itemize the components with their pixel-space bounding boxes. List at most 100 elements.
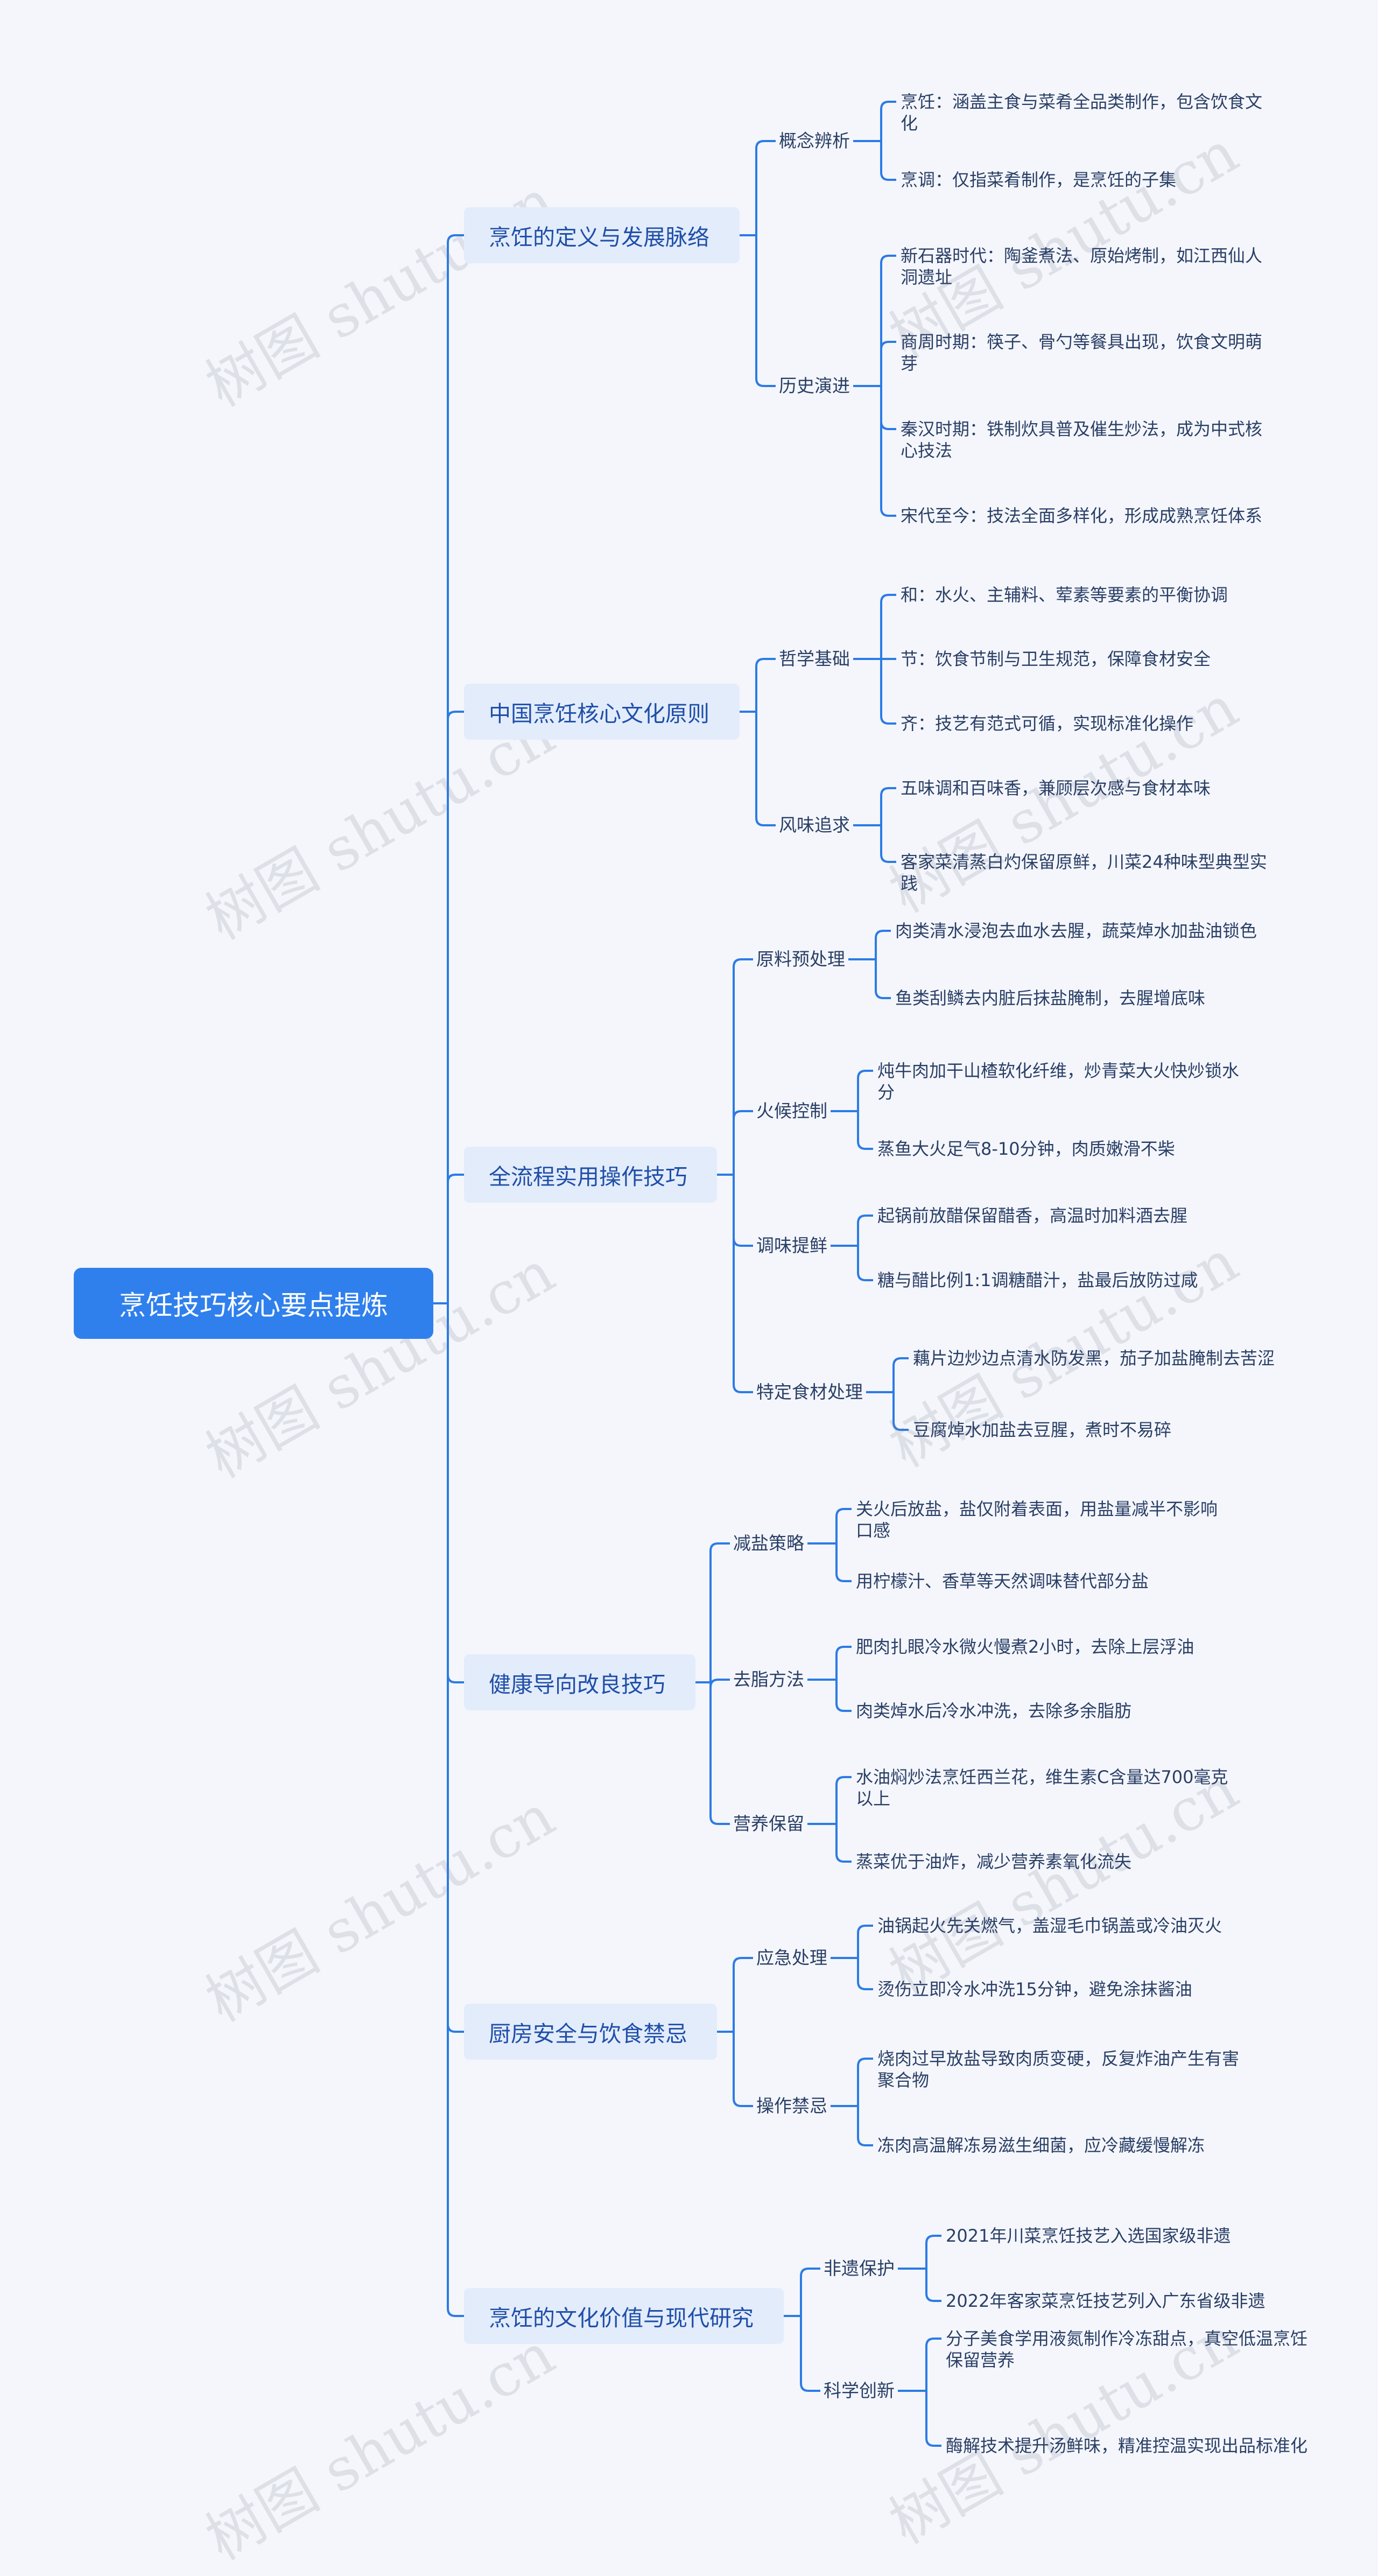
sub-node-6-2[interactable]: 科学创新: [824, 2380, 895, 2401]
sub-node-2-2[interactable]: 风味追求: [779, 815, 850, 836]
sub-6-2-link-branch-0: [925, 2338, 941, 2347]
sub-2-1-link-branch-2: [880, 715, 896, 725]
branch-5-link-branch-1: [733, 2098, 753, 2107]
sub-node-3-4[interactable]: 特定食材处理: [756, 1381, 863, 1402]
branch-node-4[interactable]: 健康导向改良技巧: [464, 1654, 695, 1710]
sub-3-1-link-branch-1: [875, 990, 891, 999]
sub-node-4-1[interactable]: 减盐策略: [733, 1533, 804, 1554]
sub-1-1-link-branch-1: [880, 172, 896, 181]
sub-2-2-link-branch-0: [880, 787, 896, 796]
leaf-node[interactable]: 烹调：仅指菜肴制作，是烹饪的子集: [901, 170, 1177, 190]
sub-node-3-1[interactable]: 原料预处理: [756, 949, 845, 970]
branch-4-link-branch-1: [709, 1679, 730, 1688]
leaf-node[interactable]: 新石器时代：陶釜煮法、原始烤制，如江西仙人洞遗址: [901, 245, 1263, 287]
sub-node-3-3[interactable]: 调味提鲜: [756, 1235, 827, 1256]
leaf-node[interactable]: 和：水火、主辅料、荤素等要素的平衡协调: [901, 585, 1228, 605]
sub-node-4-2[interactable]: 去脂方法: [733, 1669, 804, 1690]
leaf-node[interactable]: 酶解技术提升汤鲜味，精准控温实现出品标准化: [946, 2435, 1308, 2456]
branch-5-link-branch-0: [733, 1957, 753, 1966]
sub-node-1-2[interactable]: 历史演进: [779, 375, 850, 396]
sub-1-2-link-branch-1: [880, 341, 896, 350]
sub-3-3-link-branch-1: [857, 1272, 873, 1281]
sub-node-1-1[interactable]: 概念辨析: [779, 130, 850, 151]
sub-3-4-link-branch-1: [892, 1422, 909, 1431]
sub-4-3-link-branch-1: [835, 1854, 852, 1863]
sub-node-3-2[interactable]: 火候控制: [756, 1100, 827, 1121]
leaf-node[interactable]: 用柠檬汁、香草等天然调味替代部分盐: [856, 1571, 1149, 1591]
sub-4-1-link-branch-0: [835, 1508, 852, 1517]
leaf-node[interactable]: 秦汉时期：铁制炊具普及催生炒法，成为中式核心技法: [901, 419, 1263, 461]
branch-node-3[interactable]: 全流程实用操作技巧: [464, 1147, 717, 1203]
sub-node-5-2[interactable]: 操作禁忌: [756, 2095, 827, 2116]
branch-node-6[interactable]: 烹饪的文化价值与现代研究: [464, 2288, 784, 2344]
leaf-node[interactable]: 蒸鱼大火足气8-10分钟，肉质嫩滑不柴: [877, 1139, 1175, 1159]
branch-node-1[interactable]: 烹饪的定义与发展脉络: [464, 207, 740, 263]
branch-node-5[interactable]: 厨房安全与饮食禁忌: [464, 2004, 717, 2060]
sub-2-1-link-branch-0: [880, 594, 896, 603]
sub-6-1-link-branch-0: [925, 2235, 941, 2244]
leaf-node[interactable]: 肉类清水浸泡去血水去腥，蔬菜焯水加盐油锁色: [895, 921, 1257, 941]
sub-4-2-link-branch-1: [835, 1703, 852, 1712]
branch-3-link-branch-0: [733, 958, 753, 967]
sub-3-1-link-branch-0: [875, 930, 891, 939]
leaf-node[interactable]: 分子美食学用液氮制作冷冻甜点，真空低温烹饪保留营养: [946, 2328, 1308, 2370]
leaf-node[interactable]: 豆腐焯水加盐去豆腥，煮时不易碎: [913, 1420, 1172, 1440]
leaf-node[interactable]: 关火后放盐，盐仅附着表面，用盐量减半不影响口感: [856, 1499, 1218, 1541]
leaf-node[interactable]: 藕片边炒边点清水防发黑，茄子加盐腌制去苦涩: [913, 1348, 1275, 1368]
leaf-node[interactable]: 肉类焯水后冷水冲洗，去除多余脂肪: [856, 1701, 1132, 1721]
leaf-node[interactable]: 烫伤立即冷水冲洗15分钟，避免涂抹酱油: [877, 1979, 1192, 1999]
leaf-node[interactable]: 起锅前放醋保留醋香，高温时加料酒去腥: [877, 1205, 1188, 1226]
sub-1-1-link-branch-0: [880, 101, 896, 110]
leaf-node[interactable]: 2021年川菜烹饪技艺入选国家级非遗: [946, 2226, 1231, 2246]
root-link-branch-3: [447, 1674, 464, 1683]
branch-3-link-branch-2: [733, 1238, 753, 1247]
leaf-node[interactable]: 客家菜清蒸白灼保留原鲜，川菜24种味型典型实践: [901, 852, 1267, 894]
branch-node-2[interactable]: 中国烹饪核心文化原则: [464, 684, 740, 740]
sub-4-3-link-branch-0: [835, 1776, 852, 1785]
leaf-node[interactable]: 炖牛肉加干山楂软化纤维，炒青菜大火快炒锁水分: [877, 1061, 1240, 1103]
sub-5-1-link-branch-1: [857, 1981, 873, 1990]
leaf-node[interactable]: 烧肉过早放盐导致肉质变硬，反复炸油产生有害聚合物: [877, 2048, 1240, 2090]
sub-1-2-link-branch-3: [880, 508, 896, 517]
leaf-node[interactable]: 鱼类刮鳞去内脏后抹盐腌制，去腥增底味: [895, 988, 1206, 1008]
branch-6-link-branch-0: [800, 2268, 820, 2277]
sub-node-4-3[interactable]: 营养保留: [733, 1813, 804, 1834]
leaf-node[interactable]: 蒸菜优于油炸，减少营养素氧化流失: [856, 1851, 1132, 1872]
leaf-node[interactable]: 2022年客家菜烹饪技艺列入广东省级非遗: [946, 2291, 1265, 2311]
sub-3-4-link-branch-0: [892, 1357, 909, 1366]
leaf-node[interactable]: 水油焖炒法烹饪西兰花，维生素C含量达700毫克以上: [856, 1767, 1228, 1809]
branch-4-link-branch-0: [709, 1542, 730, 1552]
leaf-node[interactable]: 冻肉高温解冻易滋生细菌，应冷藏缓慢解冻: [877, 2135, 1205, 2156]
leaf-node[interactable]: 商周时期：筷子、骨勺等餐具出现，饮食文明萌芽: [901, 332, 1263, 374]
branch-2-link-branch-1: [755, 817, 776, 826]
sub-1-2-link-branch-0: [880, 255, 896, 264]
sub-3-2-link-branch-0: [857, 1070, 873, 1079]
sub-node-5-1[interactable]: 应急处理: [756, 1947, 827, 1968]
leaf-node[interactable]: 宋代至今：技法全面多样化，形成成熟烹饪体系: [901, 506, 1263, 526]
root-link-branch-2: [447, 1174, 464, 1183]
leaf-node[interactable]: 糖与醋比例1:1调糖醋汁，盐最后放防过咸: [877, 1270, 1198, 1290]
leaf-node[interactable]: 节：饮食节制与卫生规范，保障食材安全: [901, 649, 1211, 669]
leaf-node[interactable]: 肥肉扎眼冷水微火慢煮2小时，去除上层浮油: [856, 1637, 1194, 1657]
branch-3-link-branch-1: [733, 1110, 753, 1119]
leaf-node[interactable]: 油锅起火先关燃气，盖湿毛巾锅盖或冷油灭火: [877, 1915, 1222, 1936]
root-link-branch-0: [447, 234, 464, 243]
branch-2-link-branch-0: [755, 658, 776, 667]
leaf-node[interactable]: 五味调和百味香，兼顾层次感与食材本味: [901, 778, 1211, 798]
root-node[interactable]: 烹饪技巧核心要点提炼: [74, 1268, 433, 1339]
sub-node-2-1[interactable]: 哲学基础: [779, 648, 850, 669]
leaf-node[interactable]: 齐：技艺有范式可循，实现标准化操作: [901, 713, 1194, 734]
leaf-node[interactable]: 烹饪：涵盖主食与菜肴全品类制作，包含饮食文化: [901, 92, 1263, 134]
sub-6-2-link-branch-1: [925, 2438, 941, 2447]
root-link-branch-5: [447, 2308, 464, 2317]
sub-4-2-link-branch-0: [835, 1646, 852, 1655]
sub-5-2-link-branch-1: [857, 2137, 873, 2146]
sub-3-2-link-branch-1: [857, 1141, 873, 1150]
branch-6-link-branch-1: [800, 2383, 820, 2392]
root-link-branch-4: [447, 2024, 464, 2033]
sub-5-1-link-branch-0: [857, 1925, 873, 1934]
sub-node-6-1[interactable]: 非遗保护: [824, 2258, 895, 2279]
sub-5-2-link-branch-0: [857, 2058, 873, 2067]
sub-2-2-link-branch-1: [880, 854, 896, 863]
